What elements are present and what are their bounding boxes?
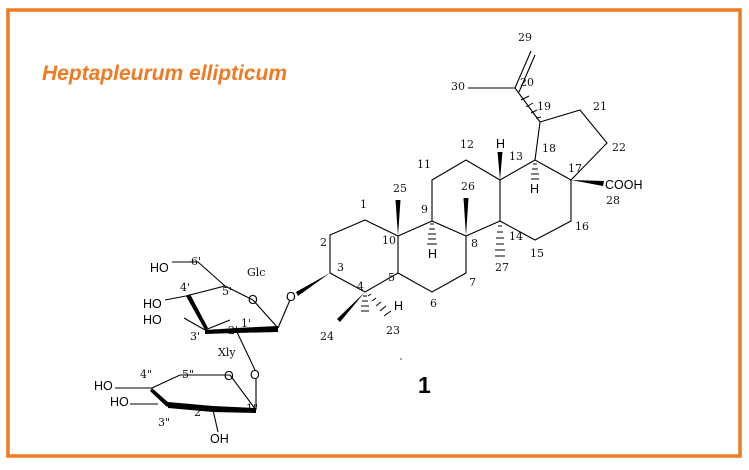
atom-c27: 27 bbox=[495, 261, 509, 274]
atom-c13: 13 bbox=[509, 150, 523, 163]
atom-c25: 25 bbox=[393, 182, 407, 195]
atom-x1: 1" bbox=[246, 402, 258, 415]
oh-x2-label: OH bbox=[210, 432, 229, 446]
ho-x3-label: HO bbox=[110, 395, 129, 409]
atom-c2: 2 bbox=[320, 236, 327, 249]
o-xyl-ring-label: O bbox=[224, 369, 234, 383]
sugar-labels: Glc Xly bbox=[218, 266, 265, 359]
atom-c24: 24 bbox=[320, 330, 334, 343]
atom-c29: 29 bbox=[518, 31, 532, 44]
atom-c23: 23 bbox=[386, 324, 400, 337]
triterpene-skeleton bbox=[329, 50, 608, 293]
atom-c30: 30 bbox=[451, 80, 465, 93]
sugar-glc-label: Glc bbox=[247, 266, 265, 279]
atom-c12: 12 bbox=[460, 138, 474, 151]
atom-c4: 4 bbox=[357, 280, 364, 293]
atom-c15: 15 bbox=[530, 247, 544, 260]
glucose-bold-bonds bbox=[186, 294, 278, 334]
atom-g6: 6' bbox=[191, 255, 201, 268]
group-labels: COOH H H H H O O O O HO HO HO HO HO OH bbox=[94, 137, 643, 446]
atom-c1: 1 bbox=[360, 198, 367, 211]
atom-c22: 22 bbox=[612, 141, 626, 154]
atom-x4: 4" bbox=[140, 368, 152, 381]
frame-border bbox=[6, 8, 742, 458]
dot-mark bbox=[400, 358, 402, 360]
ho-c6-label: HO bbox=[150, 261, 169, 275]
atom-c7: 7 bbox=[469, 276, 476, 289]
sugar-xyl-label: Xly bbox=[218, 346, 236, 359]
atom-c18: 18 bbox=[542, 142, 556, 155]
atom-g2: 2' bbox=[228, 324, 238, 337]
wedge-bonds bbox=[296, 152, 604, 322]
xylose-ring bbox=[115, 374, 257, 433]
atom-c10: 10 bbox=[382, 234, 396, 247]
cooh-label: COOH bbox=[605, 178, 643, 192]
atom-c28: 28 bbox=[606, 194, 620, 207]
species-caption: Heptapleurum ellipticum bbox=[42, 62, 288, 85]
atom-c20: 20 bbox=[520, 76, 534, 89]
atom-c11: 11 bbox=[417, 158, 431, 171]
xylose-bold-bonds bbox=[150, 388, 256, 413]
atom-c14: 14 bbox=[509, 230, 523, 243]
atom-c8: 8 bbox=[471, 237, 478, 250]
atom-c19: 19 bbox=[537, 100, 551, 113]
compound-number: 1 bbox=[418, 372, 431, 398]
atom-g1: 1' bbox=[241, 317, 251, 330]
atom-c21: 21 bbox=[593, 100, 607, 113]
ho-x4-label: HO bbox=[94, 379, 113, 393]
atom-x2: 2" bbox=[194, 406, 206, 419]
atom-g5: 5' bbox=[222, 285, 232, 298]
atom-c6: 6 bbox=[430, 297, 437, 310]
h-label-c5: H bbox=[394, 299, 403, 313]
h-label-c13: H bbox=[496, 137, 505, 151]
atom-c5: 5 bbox=[388, 271, 395, 284]
atom-g3: 3' bbox=[190, 330, 200, 343]
atom-c3: 3 bbox=[337, 261, 344, 274]
h-label-c9: H bbox=[428, 247, 437, 261]
atom-c26: 26 bbox=[461, 180, 475, 193]
atom-labels: 1 2 3 4 5 6 7 8 9 10 11 12 13 14 15 16 1… bbox=[140, 31, 626, 429]
atom-g4: 4' bbox=[180, 281, 190, 294]
atom-x5: 5" bbox=[182, 368, 194, 381]
atom-c17: 17 bbox=[568, 162, 582, 175]
ho-c3-label: HO bbox=[143, 313, 162, 327]
o-glc-ring-label: O bbox=[248, 293, 258, 307]
atom-x3: 3" bbox=[158, 416, 170, 429]
h-label-c18: H bbox=[530, 182, 539, 196]
o-glycosidic-label: O bbox=[286, 290, 296, 304]
hashed-bonds bbox=[361, 95, 542, 317]
atom-c9: 9 bbox=[421, 203, 428, 216]
ho-c4-label: HO bbox=[143, 297, 162, 311]
o-xyl-link-label: O bbox=[250, 368, 260, 382]
glucose-ring bbox=[164, 261, 291, 371]
atom-c16: 16 bbox=[575, 220, 589, 233]
